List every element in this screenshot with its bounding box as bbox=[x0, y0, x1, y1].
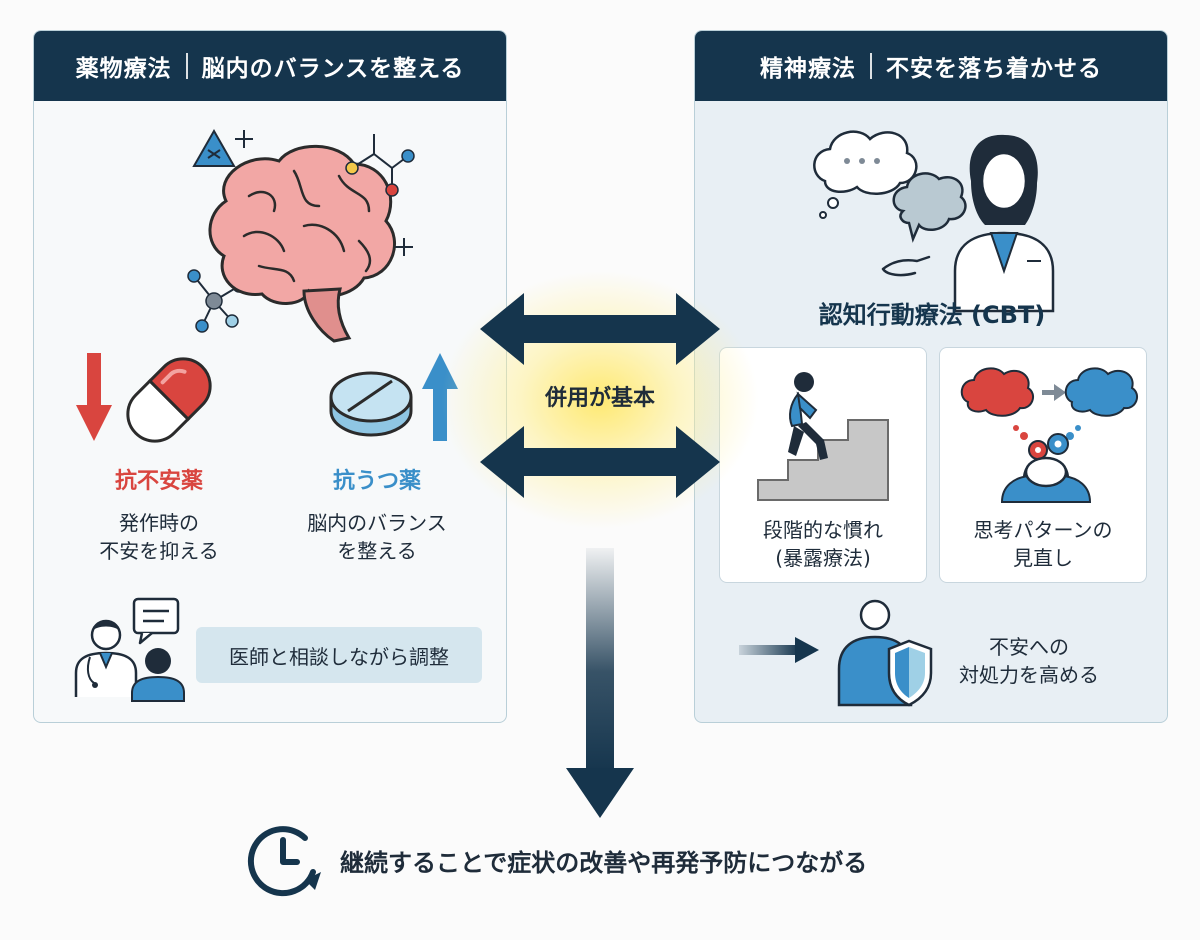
down-flow-arrow-icon bbox=[566, 548, 634, 818]
coping-arrow-icon bbox=[739, 637, 819, 663]
anti-anxiety-desc-line2: 不安を抑える bbox=[99, 539, 219, 563]
double-arrow-bottom-icon bbox=[480, 426, 720, 498]
double-arrow-top-icon bbox=[480, 293, 720, 365]
person-shield-icon bbox=[837, 599, 933, 707]
thought-pattern-icon bbox=[960, 367, 1139, 503]
tablet-icon bbox=[329, 371, 413, 437]
conclusion-text: 継続することで症状の改善や再発予防につながる bbox=[340, 849, 868, 877]
antidepressant-label: 抗うつ薬 bbox=[332, 469, 421, 494]
consult-label: 医師と相談しながら調整 bbox=[229, 644, 449, 669]
pharmacotherapy-header: 薬物療法 脳内のバランスを整える bbox=[34, 31, 506, 101]
psychotherapy-panel: 精神療法 不安を落ち着かせる 認知行動療法 (CBT) bbox=[694, 30, 1168, 723]
down-arrow-icon bbox=[76, 353, 112, 441]
rethink-card: 思考パターンの 見直し bbox=[939, 347, 1147, 583]
psychotherapy-subtitle: 不安を落ち着かせる bbox=[886, 56, 1102, 82]
antidepressant-desc-line1: 脳内のバランス bbox=[307, 511, 447, 535]
header-divider bbox=[870, 53, 872, 79]
coping-line1: 不安への bbox=[989, 635, 1069, 659]
brain-icon bbox=[187, 128, 415, 343]
capsule-icon bbox=[126, 357, 212, 443]
psychotherapy-title: 精神療法 bbox=[760, 56, 856, 82]
exposure-line1: 段階的な慣れ bbox=[763, 518, 883, 542]
pharmacotherapy-panel: 薬物療法 脳内のバランスを整える bbox=[33, 30, 507, 723]
psychotherapy-header: 精神療法 不安を落ち着かせる bbox=[695, 31, 1167, 101]
stairs-climber-icon bbox=[757, 372, 889, 501]
cbt-label: 認知行動療法 (CBT) bbox=[818, 301, 1046, 329]
pharmacotherapy-subtitle: 脳内のバランスを整える bbox=[201, 56, 465, 82]
anti-anxiety-desc-line1: 発作時の bbox=[119, 511, 199, 535]
doctor-consult-icon bbox=[74, 597, 185, 702]
coping-line2: 対処力を高める bbox=[959, 663, 1099, 687]
rethink-line1: 思考パターンの bbox=[973, 518, 1113, 542]
clock-icon bbox=[247, 826, 321, 897]
therapist-icon bbox=[813, 130, 1055, 313]
anti-anxiety-label: 抗不安薬 bbox=[114, 469, 203, 494]
exposure-line2: (暴露療法) bbox=[775, 546, 871, 570]
consult-label-box: 医師と相談しながら調整 bbox=[196, 627, 482, 683]
antidepressant-desc-line2: を整える bbox=[337, 539, 417, 563]
combined-label: 併用が基本 bbox=[544, 386, 655, 411]
pharmacotherapy-title: 薬物療法 bbox=[75, 56, 172, 82]
rethink-line2: 見直し bbox=[1013, 546, 1073, 570]
header-divider bbox=[185, 53, 188, 79]
highlight-glow bbox=[440, 270, 760, 530]
